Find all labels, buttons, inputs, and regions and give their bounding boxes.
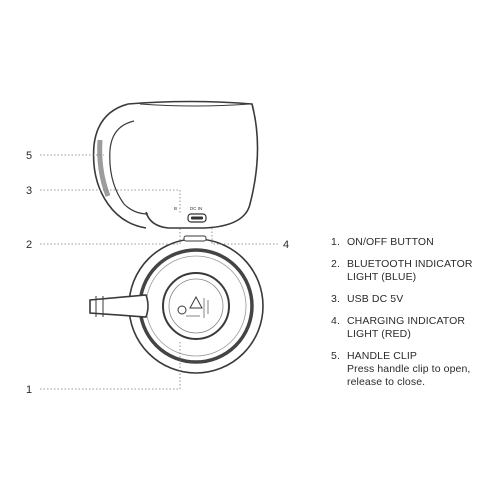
legend-item-handle-clip: 5. HANDLE CLIP Press handle clip to open… <box>331 350 496 389</box>
callout-4: 4 <box>283 239 289 251</box>
legend-num: 2. <box>331 258 340 270</box>
usb-dc-port: DC IN B <box>174 206 207 223</box>
legend-num: 3. <box>331 293 340 305</box>
legend-num: 5. <box>331 350 340 362</box>
recycle-icon <box>189 295 203 309</box>
legend-title: ON/OFF BUTTON <box>347 236 434 248</box>
ce-mark-icon <box>177 305 187 315</box>
legend-item-usb: 3. USB DC 5V <box>331 293 496 306</box>
legend-item-bluetooth-light: 2. BLUETOOTH INDICATOR LIGHT (BLUE) <box>331 258 496 284</box>
legend: 1. ON/OFF BUTTON 2. BLUETOOTH INDICATOR … <box>331 236 496 398</box>
legend-title: CHARGING INDICATOR LIGHT (RED) <box>347 315 466 340</box>
callout-5: 5 <box>26 150 32 162</box>
legend-num: 4. <box>331 315 340 327</box>
legend-item-charging-light: 4. CHARGING INDICATOR LIGHT (RED) <box>331 315 496 341</box>
bt-label: B <box>174 206 177 211</box>
handle-clip-side <box>92 103 147 229</box>
legend-title: BLUETOOTH INDICATOR LIGHT (BLUE) <box>347 258 473 283</box>
legend-num: 1. <box>331 236 340 248</box>
legend-title: HANDLE CLIP <box>347 350 417 362</box>
callout-lines <box>40 154 278 390</box>
legend-title: USB DC 5V <box>347 293 404 305</box>
handle-clip-bottom <box>89 294 149 318</box>
callout-1: 1 <box>26 384 32 396</box>
dc-in-label: DC IN <box>190 206 202 211</box>
on-off-button <box>162 272 230 340</box>
legend-item-on-off: 1. ON/OFF BUTTON <box>331 236 496 249</box>
side-view <box>92 100 259 229</box>
callout-3: 3 <box>26 185 32 197</box>
legend-desc: Press handle clip to open, release to cl… <box>347 363 471 388</box>
bottom-view <box>89 235 264 374</box>
callout-2: 2 <box>26 239 32 251</box>
speaker-body-side <box>127 100 259 229</box>
